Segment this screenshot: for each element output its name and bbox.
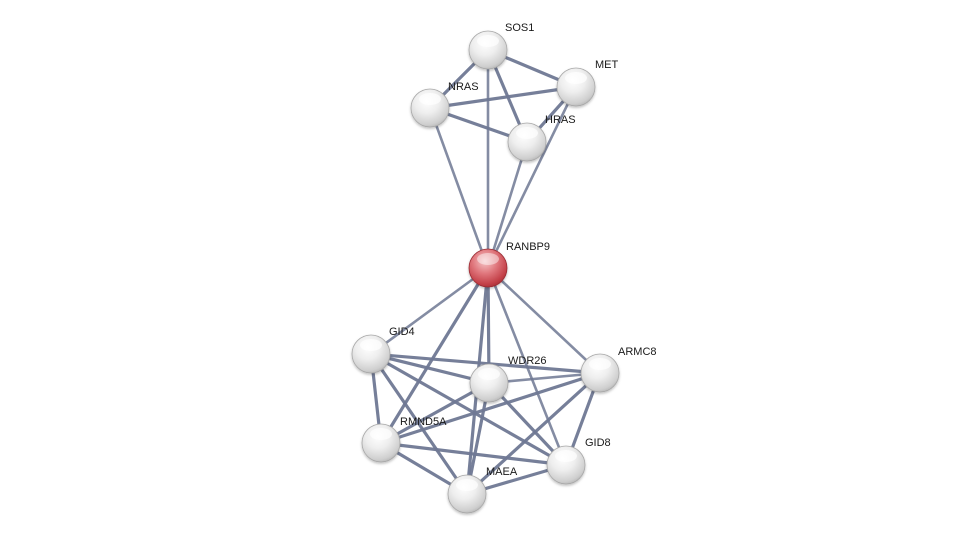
node-highlight [565,72,587,84]
node-sos1[interactable]: SOS1 [468,22,534,70]
node-label: RANBP9 [506,241,550,253]
edge-rmnd5a-gid8 [379,441,568,467]
node-label: SOS1 [505,22,534,34]
node-gid8[interactable]: GID8 [546,437,611,485]
edge-gid4-gid8 [369,352,568,467]
node-ranbp9[interactable]: RANBP9 [468,241,550,288]
node-label: MET [595,59,619,71]
node-wdr26[interactable]: WDR26 [469,355,547,403]
node-highlight [589,358,611,370]
node-sphere[interactable] [468,248,508,288]
edge-hras-ranbp9 [486,140,529,270]
edge-nras-ranbp9 [428,106,490,270]
node-rmnd5a[interactable]: RMND5A [361,416,447,463]
edge-gid4-armc8 [369,352,602,375]
edge-gid4-wdr26 [369,352,491,385]
node-label: GID8 [585,437,611,449]
node-highlight [477,35,499,47]
node-label: NRAS [448,81,479,93]
node-label: RMND5A [400,416,447,428]
node-maea[interactable]: MAEA [447,466,518,514]
node-hras[interactable]: HRAS [507,114,576,162]
edge-gid4-maea [369,352,469,496]
node-label: MAEA [486,466,518,478]
node-highlight [555,450,577,462]
node-label: WDR26 [508,355,547,367]
node-gid4[interactable]: GID4 [351,326,415,374]
node-highlight [370,428,392,440]
edge-ranbp9-rmnd5a [379,266,490,445]
node-highlight [516,127,538,139]
node-label: HRAS [545,114,576,126]
edge-wdr26-rmnd5a [379,381,491,445]
node-highlight [477,253,499,265]
node-nras[interactable]: NRAS [410,81,479,128]
edge-ranbp9-gid4 [369,266,490,356]
node-highlight [360,339,382,351]
edge-ranbp9-armc8 [486,266,602,375]
node-label: ARMC8 [618,346,657,358]
edge-armc8-maea [465,371,602,496]
edge-armc8-rmnd5a [379,371,602,445]
edge-nras-met [428,85,578,110]
edge-met-ranbp9 [486,85,578,270]
node-armc8[interactable]: ARMC8 [580,346,657,393]
node-highlight [456,479,478,491]
node-highlight [478,368,500,380]
node-highlight [419,93,441,105]
node-met[interactable]: MET [556,59,619,107]
node-label: GID4 [389,326,415,338]
